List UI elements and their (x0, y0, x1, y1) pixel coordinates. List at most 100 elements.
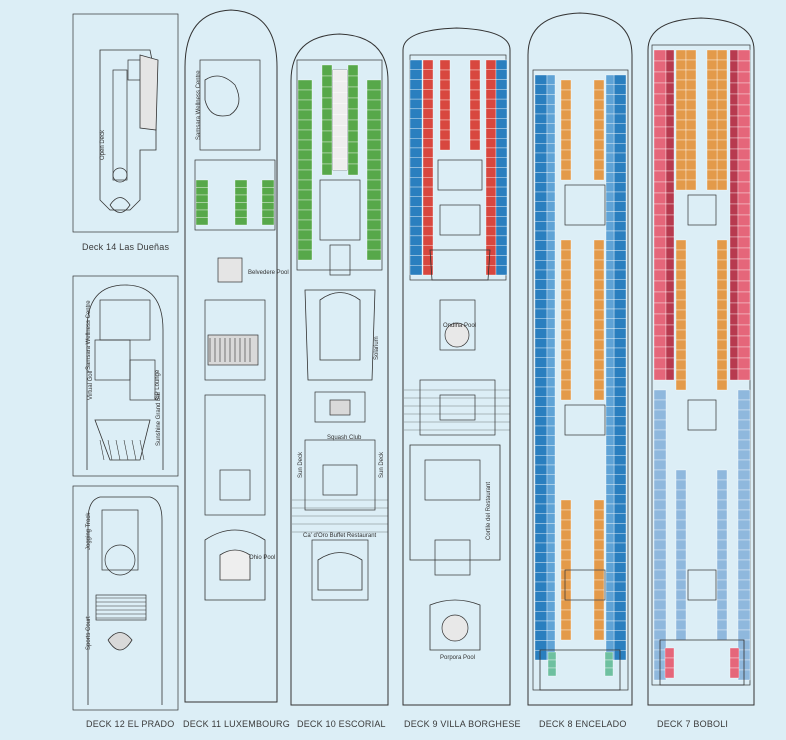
deck-9-cabin (422, 138, 434, 149)
deck-7-cabin (729, 159, 739, 172)
deck-10-cabin (297, 89, 313, 101)
deck-10-cabin (321, 130, 333, 143)
deck-11-cabin (234, 187, 248, 196)
deck-9-cabin (409, 128, 423, 139)
deck-7-cabin (716, 59, 728, 71)
deck-11-cabins-frame (194, 159, 276, 231)
deck-7-cabin (665, 93, 675, 106)
deck-9-cabin (495, 89, 508, 100)
deck-8-cabin (605, 113, 615, 124)
deck-7-cabin (737, 539, 751, 551)
deck-8-cabin (534, 503, 548, 514)
deck-8-cabin (546, 484, 556, 495)
deck-7-cabin (675, 539, 687, 551)
deck-8-cabin (593, 139, 605, 151)
deck-9-cabin (469, 89, 481, 101)
deck-7-cabin (653, 519, 667, 531)
deck-9-cabin (422, 216, 434, 227)
deck-8-cabin (534, 650, 548, 661)
deck-7-cabin (685, 59, 697, 71)
deck-10-cabin (297, 219, 313, 231)
deck-7-cabin (653, 302, 667, 315)
deck-9-cabin (422, 255, 434, 266)
deck-8-cabin (605, 172, 615, 183)
deck-9-cabin (409, 167, 423, 178)
deck-10-cabin (366, 99, 382, 111)
deck-8-cabin (534, 289, 548, 300)
deck-10-cabin (321, 75, 333, 88)
deck-8-cabin (613, 84, 627, 95)
deck-7-cabin (729, 115, 739, 128)
deck-8-cabin (560, 519, 572, 531)
deck-7-cabin (653, 258, 667, 271)
deck-7-cabin (716, 109, 728, 121)
deck-8-cabin (534, 533, 548, 544)
deck-7-cabin (675, 139, 687, 151)
deck-10-cabin (347, 108, 359, 121)
deck-7-cabin (675, 269, 687, 281)
deck-7-cabin (716, 359, 728, 371)
deck-7-cabin (737, 82, 751, 95)
deck-9-cabin (422, 265, 434, 276)
deck-8-cabin (593, 289, 605, 301)
deck-8-cabin (605, 611, 615, 622)
deck-8-cabin (613, 542, 627, 553)
deck-8-cabin (534, 455, 548, 466)
deck-7-cabin (729, 71, 739, 84)
deck-12-seat-line (99, 439, 105, 461)
deck-7-cabin (706, 139, 718, 151)
deck-8-cabin (534, 435, 548, 446)
deck-7-cabin (653, 389, 667, 401)
deck-10-cabin (297, 119, 313, 131)
deck-7-cabin (653, 236, 667, 249)
deck-7-cabin (729, 313, 739, 326)
deck-7-cabin (675, 49, 687, 61)
deck-7-cabin (653, 214, 667, 227)
deck-7-cabin (675, 109, 687, 121)
deck-7-cabin (665, 71, 675, 84)
deck-8-cabin (534, 386, 548, 397)
deck-8-cabin (534, 260, 548, 271)
deck-7-cabin (716, 309, 728, 321)
deck-7-cabin (685, 109, 697, 121)
deck-10-cabin (366, 139, 382, 151)
deck-8-cabin (613, 347, 627, 358)
deck-10-hull (290, 33, 389, 706)
deck-7-cabin (665, 60, 675, 73)
deck-8-cabin (613, 367, 627, 378)
deck-7-cabin (737, 368, 751, 381)
deck-7-cabin (737, 419, 751, 431)
deck-8-cabin (560, 239, 572, 251)
deck-9-cabin (469, 69, 481, 81)
deck-8-cabin (534, 328, 548, 339)
deck-8-cabin (593, 559, 605, 571)
deck-9-hull (402, 27, 511, 706)
deck-8-cabin (605, 84, 615, 95)
deck-8-aft-cabin (547, 667, 557, 677)
deck-7-cabin (737, 302, 751, 315)
deck-7-aft-cabin (729, 657, 740, 669)
deck-9-cabin (439, 79, 451, 91)
deck-8-cabin (605, 494, 615, 505)
deck-12-pool-circle (104, 544, 136, 576)
deck-8-cabin (613, 104, 627, 115)
deck-9-cabin (409, 196, 423, 207)
deck-8-cabin (546, 182, 556, 193)
deck-8-cabin (534, 240, 548, 251)
deck-7-cabin (729, 302, 739, 315)
deck-8-cabin (534, 377, 548, 388)
deck-7-cabin (675, 249, 687, 261)
deck-7-cabin (653, 181, 667, 194)
deck-8-cabin (534, 279, 548, 290)
deck-8-cabin (546, 591, 556, 602)
virtual-golf-label: Virtual Golf (88, 370, 94, 400)
deck-7-cabin (729, 269, 739, 282)
deck-9-cabin (422, 118, 434, 129)
deck-8-cabin (546, 84, 556, 95)
deck-8-cabin (613, 396, 627, 407)
deck-11-cabin (234, 202, 248, 211)
deck-8-cabin (534, 425, 548, 436)
deck-7-cabin (675, 469, 687, 481)
deck-8-cabin (613, 211, 627, 222)
deck-8-cabin (560, 89, 572, 101)
